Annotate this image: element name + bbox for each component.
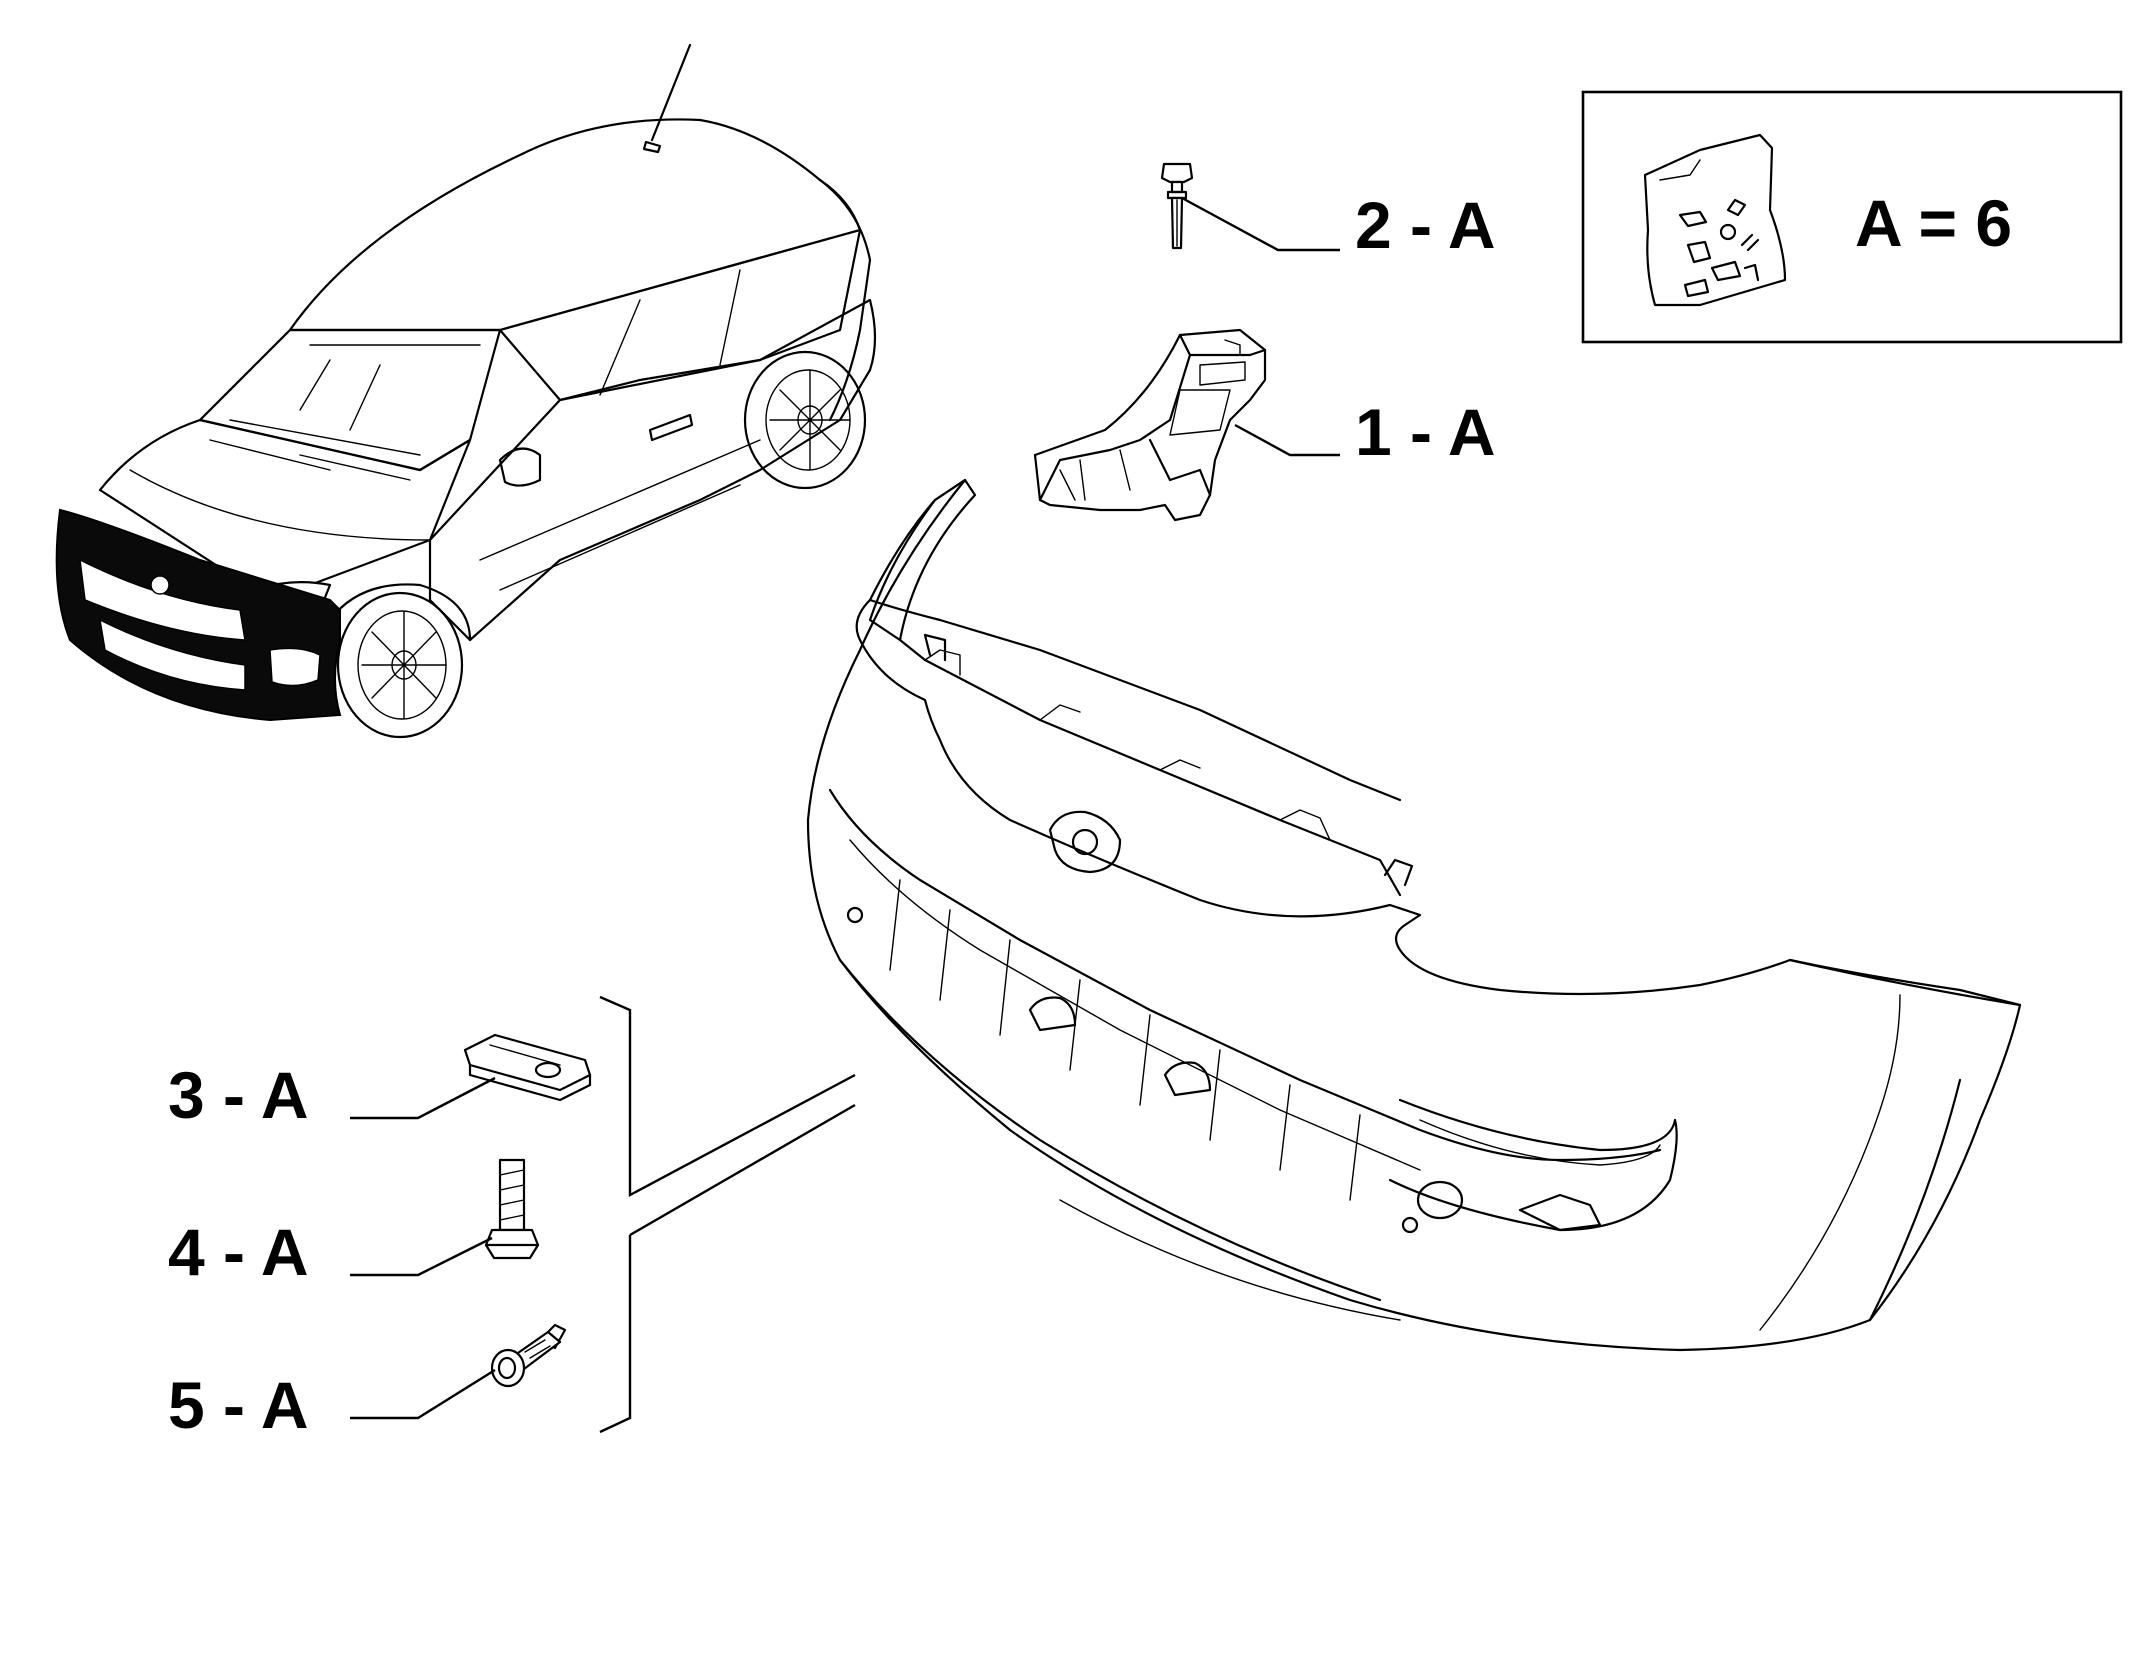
leader-lines (350, 196, 1340, 1434)
part-1-bracket (1033, 328, 1267, 522)
part-3-clip-nut (463, 1033, 592, 1102)
part-2-rivet (1160, 162, 1194, 250)
callout-4: 4 - A (168, 1215, 309, 1289)
part-5-flange-screw (490, 1323, 567, 1388)
callout-3: 3 - A (168, 1058, 309, 1132)
callout-5: 5 - A (168, 1368, 309, 1442)
callout-2: 2 - A (1355, 188, 1496, 262)
kit-box: A = 6 (1581, 90, 2123, 344)
front-bumper (806, 478, 2022, 1352)
callout-1: 1 - A (1355, 395, 1496, 469)
part-4-hex-bolt (484, 1158, 540, 1260)
car-illustration (55, 43, 877, 739)
kit-quantity-label: A = 6 (1855, 186, 2012, 260)
